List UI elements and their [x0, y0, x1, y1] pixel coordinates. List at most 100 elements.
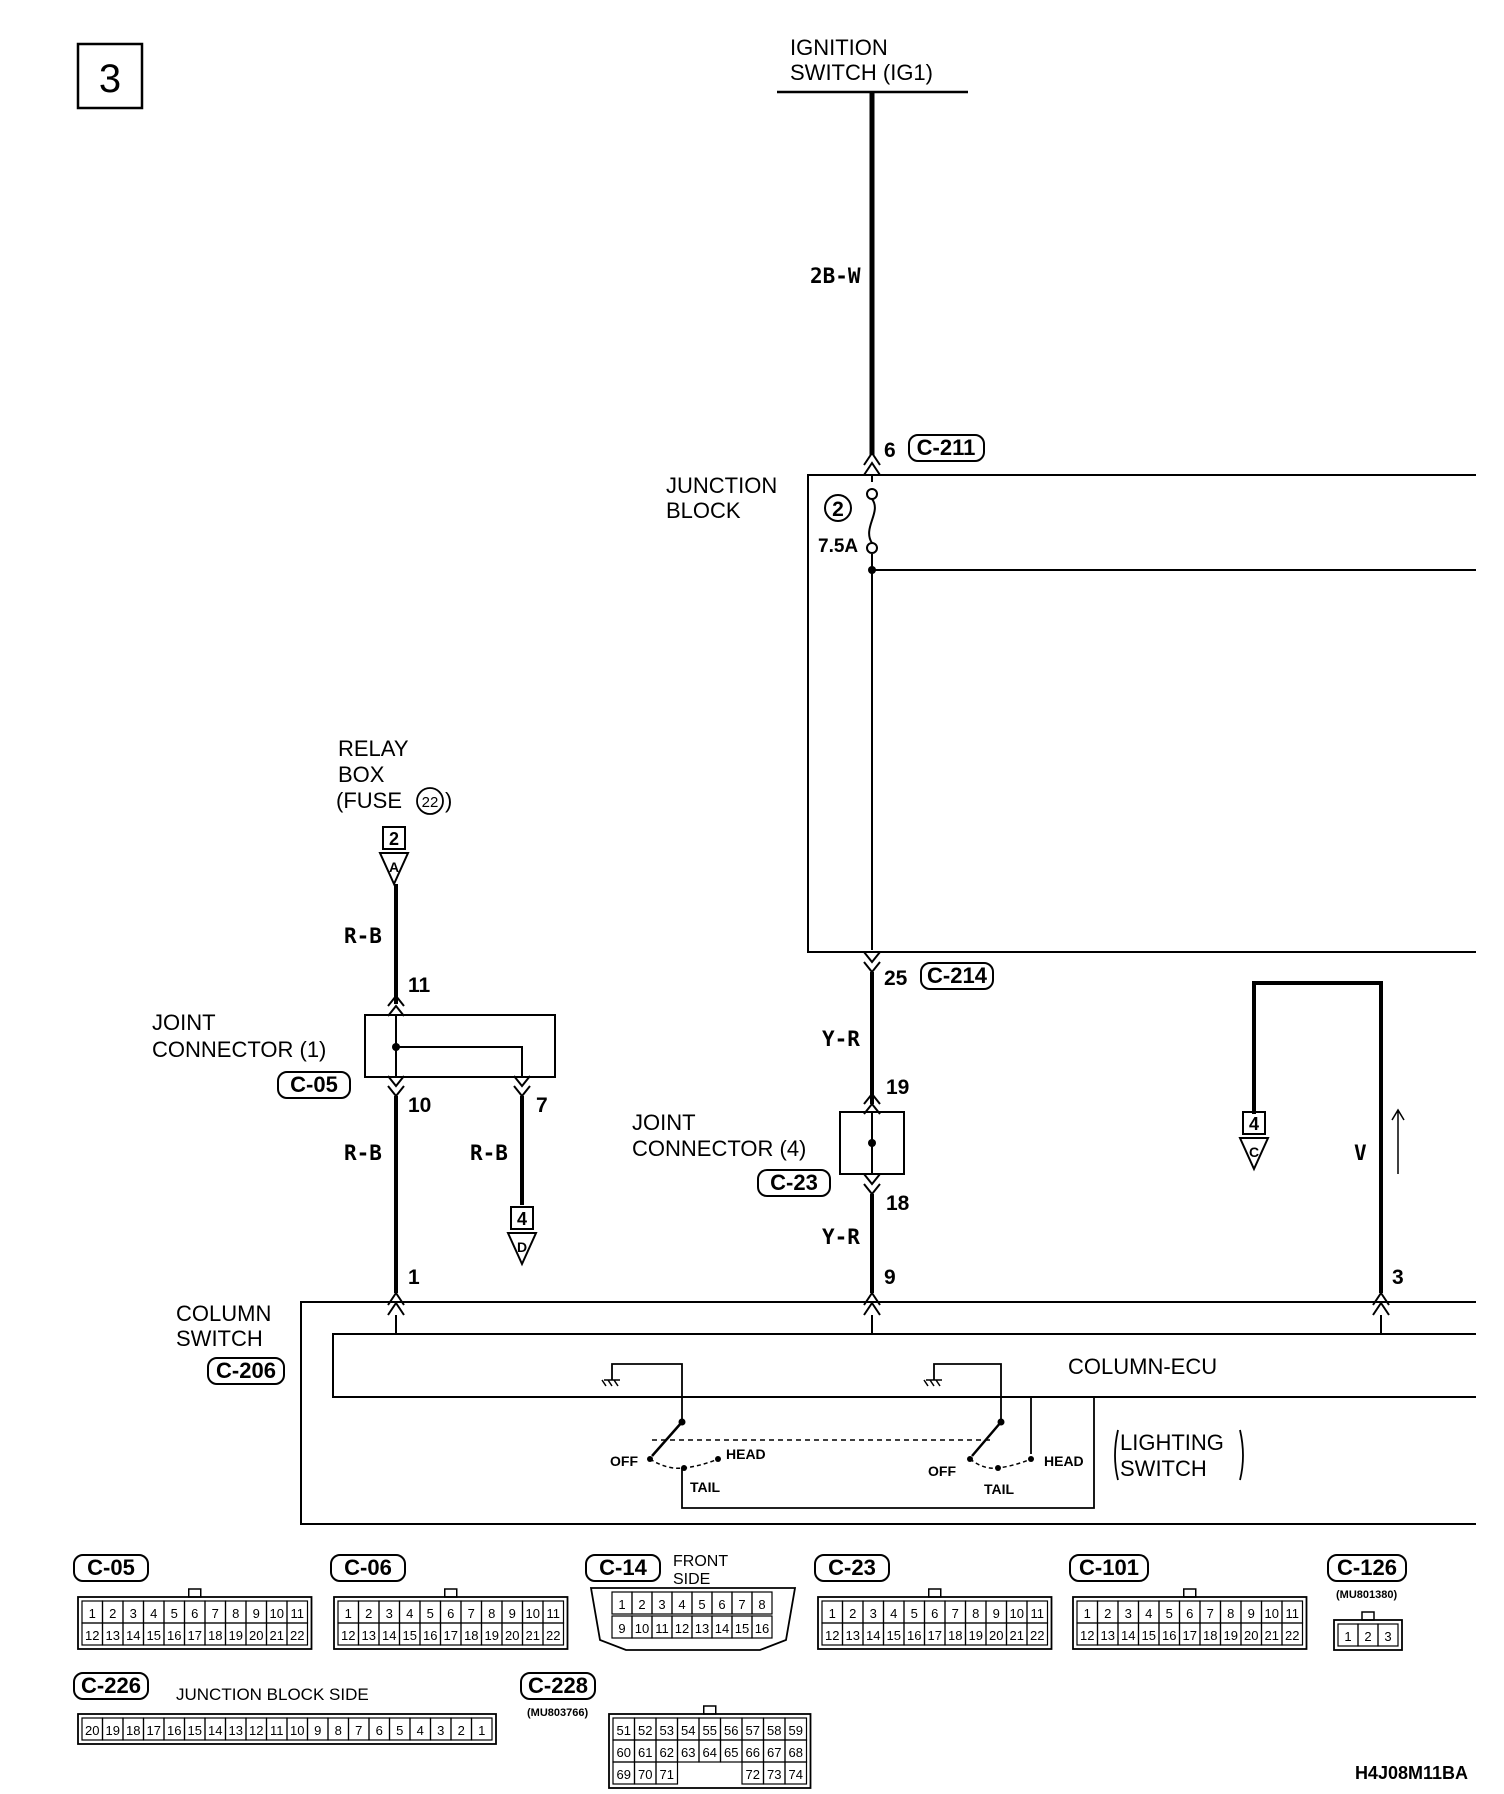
connector-pin-number: 14	[866, 1628, 880, 1643]
joint4-label-1: JOINT	[632, 1110, 696, 1135]
connector-pin-number: 2	[849, 1606, 856, 1621]
c23-badge	[757, 1169, 831, 1197]
connector-pin-number: 6	[447, 1606, 454, 1621]
wire-v	[1252, 981, 1383, 1293]
figure-code: H4J08M11BA	[1355, 1763, 1468, 1783]
connector-pin-number: 68	[789, 1745, 803, 1760]
connector-pin-number: 11	[291, 1606, 305, 1621]
c14-note-2: SIDE	[673, 1571, 710, 1588]
connector-pin-number: 10	[1010, 1606, 1024, 1621]
connector-pin-number: 17	[188, 1628, 202, 1643]
c228-ref-badge	[520, 1672, 596, 1700]
connector-pin-number: 4	[890, 1606, 897, 1621]
connector-pin-number: 63	[681, 1745, 695, 1760]
connector-pin-number: 1	[829, 1606, 836, 1621]
connector-pin-number: 65	[724, 1745, 738, 1760]
ref-a-letter: A	[389, 859, 399, 875]
connector-pin-number: 15	[735, 1621, 749, 1636]
connector-pin-cell	[1377, 1623, 1399, 1647]
c214-badge	[920, 962, 994, 990]
connector-pin-number: 9	[618, 1621, 625, 1636]
connector-pin-number: 12	[1080, 1628, 1094, 1643]
c05-ref-label: C-05	[87, 1555, 135, 1580]
connector-pin-cell	[286, 1622, 309, 1646]
c06-ref-label: C-06	[344, 1555, 392, 1580]
relay-box-label-1: RELAY	[338, 736, 409, 761]
wire-v-label: V	[1354, 1141, 1367, 1165]
connector-pin-number: 70	[638, 1767, 652, 1782]
connector-pin-number: 7	[1207, 1606, 1214, 1621]
connector-pin-number: 8	[232, 1606, 239, 1621]
connector-pin-number: 10	[290, 1723, 304, 1738]
c126-part: (MU801380)	[1336, 1589, 1397, 1601]
connector-pin-number: 10	[526, 1606, 540, 1621]
connector-pin-number: 11	[1286, 1606, 1300, 1621]
connector-pin-number: 12	[675, 1621, 689, 1636]
wire-yr-label-1: Y-R	[822, 1027, 860, 1051]
connector-pin-number: 17	[928, 1628, 942, 1643]
switch1-head-label: HEAD	[726, 1446, 766, 1462]
connector-pin-number: 1	[345, 1606, 352, 1621]
connector-pin-number: 12	[85, 1628, 99, 1643]
connector-pin-number: 20	[249, 1628, 263, 1643]
connector-pin-number: 3	[437, 1723, 444, 1738]
connector-pin-number: 13	[846, 1628, 860, 1643]
connector-pin-number: 2	[365, 1606, 372, 1621]
pin-1-label: 1	[408, 1266, 420, 1289]
connector-pin-number: 21	[526, 1628, 540, 1643]
switch2-head-label: HEAD	[1044, 1453, 1084, 1469]
connector-pin-number: 6	[191, 1606, 198, 1621]
ref-c-page: 4	[1249, 1114, 1259, 1134]
connector-pin-number: 67	[767, 1745, 781, 1760]
connector-pin-number: 72	[746, 1767, 760, 1782]
connector-pin-number: 14	[126, 1628, 140, 1643]
connector-pin-number: 3	[386, 1606, 393, 1621]
ref-a-page: 2	[389, 829, 399, 849]
connector-pin-number: 16	[1162, 1628, 1176, 1643]
pin-11-label: 11	[408, 974, 431, 997]
c23-label: C-23	[770, 1170, 818, 1195]
switch2-off-label: OFF	[928, 1463, 956, 1479]
ref-d-page-box	[510, 1206, 534, 1230]
connector-pin-number: 11	[270, 1723, 284, 1738]
switch1-tail-label: TAIL	[690, 1479, 721, 1495]
off-page-ref-icon	[506, 1232, 538, 1267]
connector-pin-number: 2	[638, 1597, 645, 1612]
connector-pin-number: 7	[468, 1606, 475, 1621]
connector-pin-number: 17	[444, 1628, 458, 1643]
connector-pin-number: 5	[396, 1723, 403, 1738]
connector-pin-number: 12	[341, 1628, 355, 1643]
connector-pin-number: 56	[724, 1723, 738, 1738]
connector-pin-number: 11	[655, 1621, 669, 1636]
connector-pin-number: 14	[1121, 1628, 1135, 1643]
connector-pin-number: 14	[715, 1621, 729, 1636]
connector-pin-number: 13	[1101, 1628, 1115, 1643]
connector-pin-number: 1	[89, 1606, 96, 1621]
connector-pin-number: 9	[509, 1606, 516, 1621]
connector-pin-number: 4	[417, 1723, 424, 1738]
current-direction-arrow-icon	[1391, 1108, 1405, 1174]
connector-pin-number: 5	[171, 1606, 178, 1621]
connector-pin-number: 64	[703, 1745, 717, 1760]
connector-pin-number: 18	[464, 1628, 478, 1643]
connector-pin-number: 60	[617, 1745, 631, 1760]
connector-pin-number: 1	[478, 1723, 485, 1738]
page-number: 3	[99, 57, 121, 101]
connector-pin-number: 53	[660, 1723, 674, 1738]
connector-pin-number: 15	[147, 1628, 161, 1643]
connector-pin-cell	[751, 1615, 773, 1639]
connector-pin-cell	[1281, 1622, 1304, 1646]
connector-pin-number: 13	[229, 1723, 243, 1738]
c226-ref-badge	[73, 1672, 149, 1700]
pin-7-label: 7	[536, 1094, 548, 1117]
c14-note-1: FRONT	[673, 1553, 728, 1570]
connector-pin-cell	[784, 1761, 808, 1785]
pin-18-label: 18	[886, 1192, 910, 1215]
pin-3-label: 3	[1392, 1266, 1404, 1289]
connector-pin-number: 4	[150, 1606, 157, 1621]
c211-badge	[908, 434, 985, 462]
wire-rb-label-3: R-B	[470, 1141, 508, 1165]
